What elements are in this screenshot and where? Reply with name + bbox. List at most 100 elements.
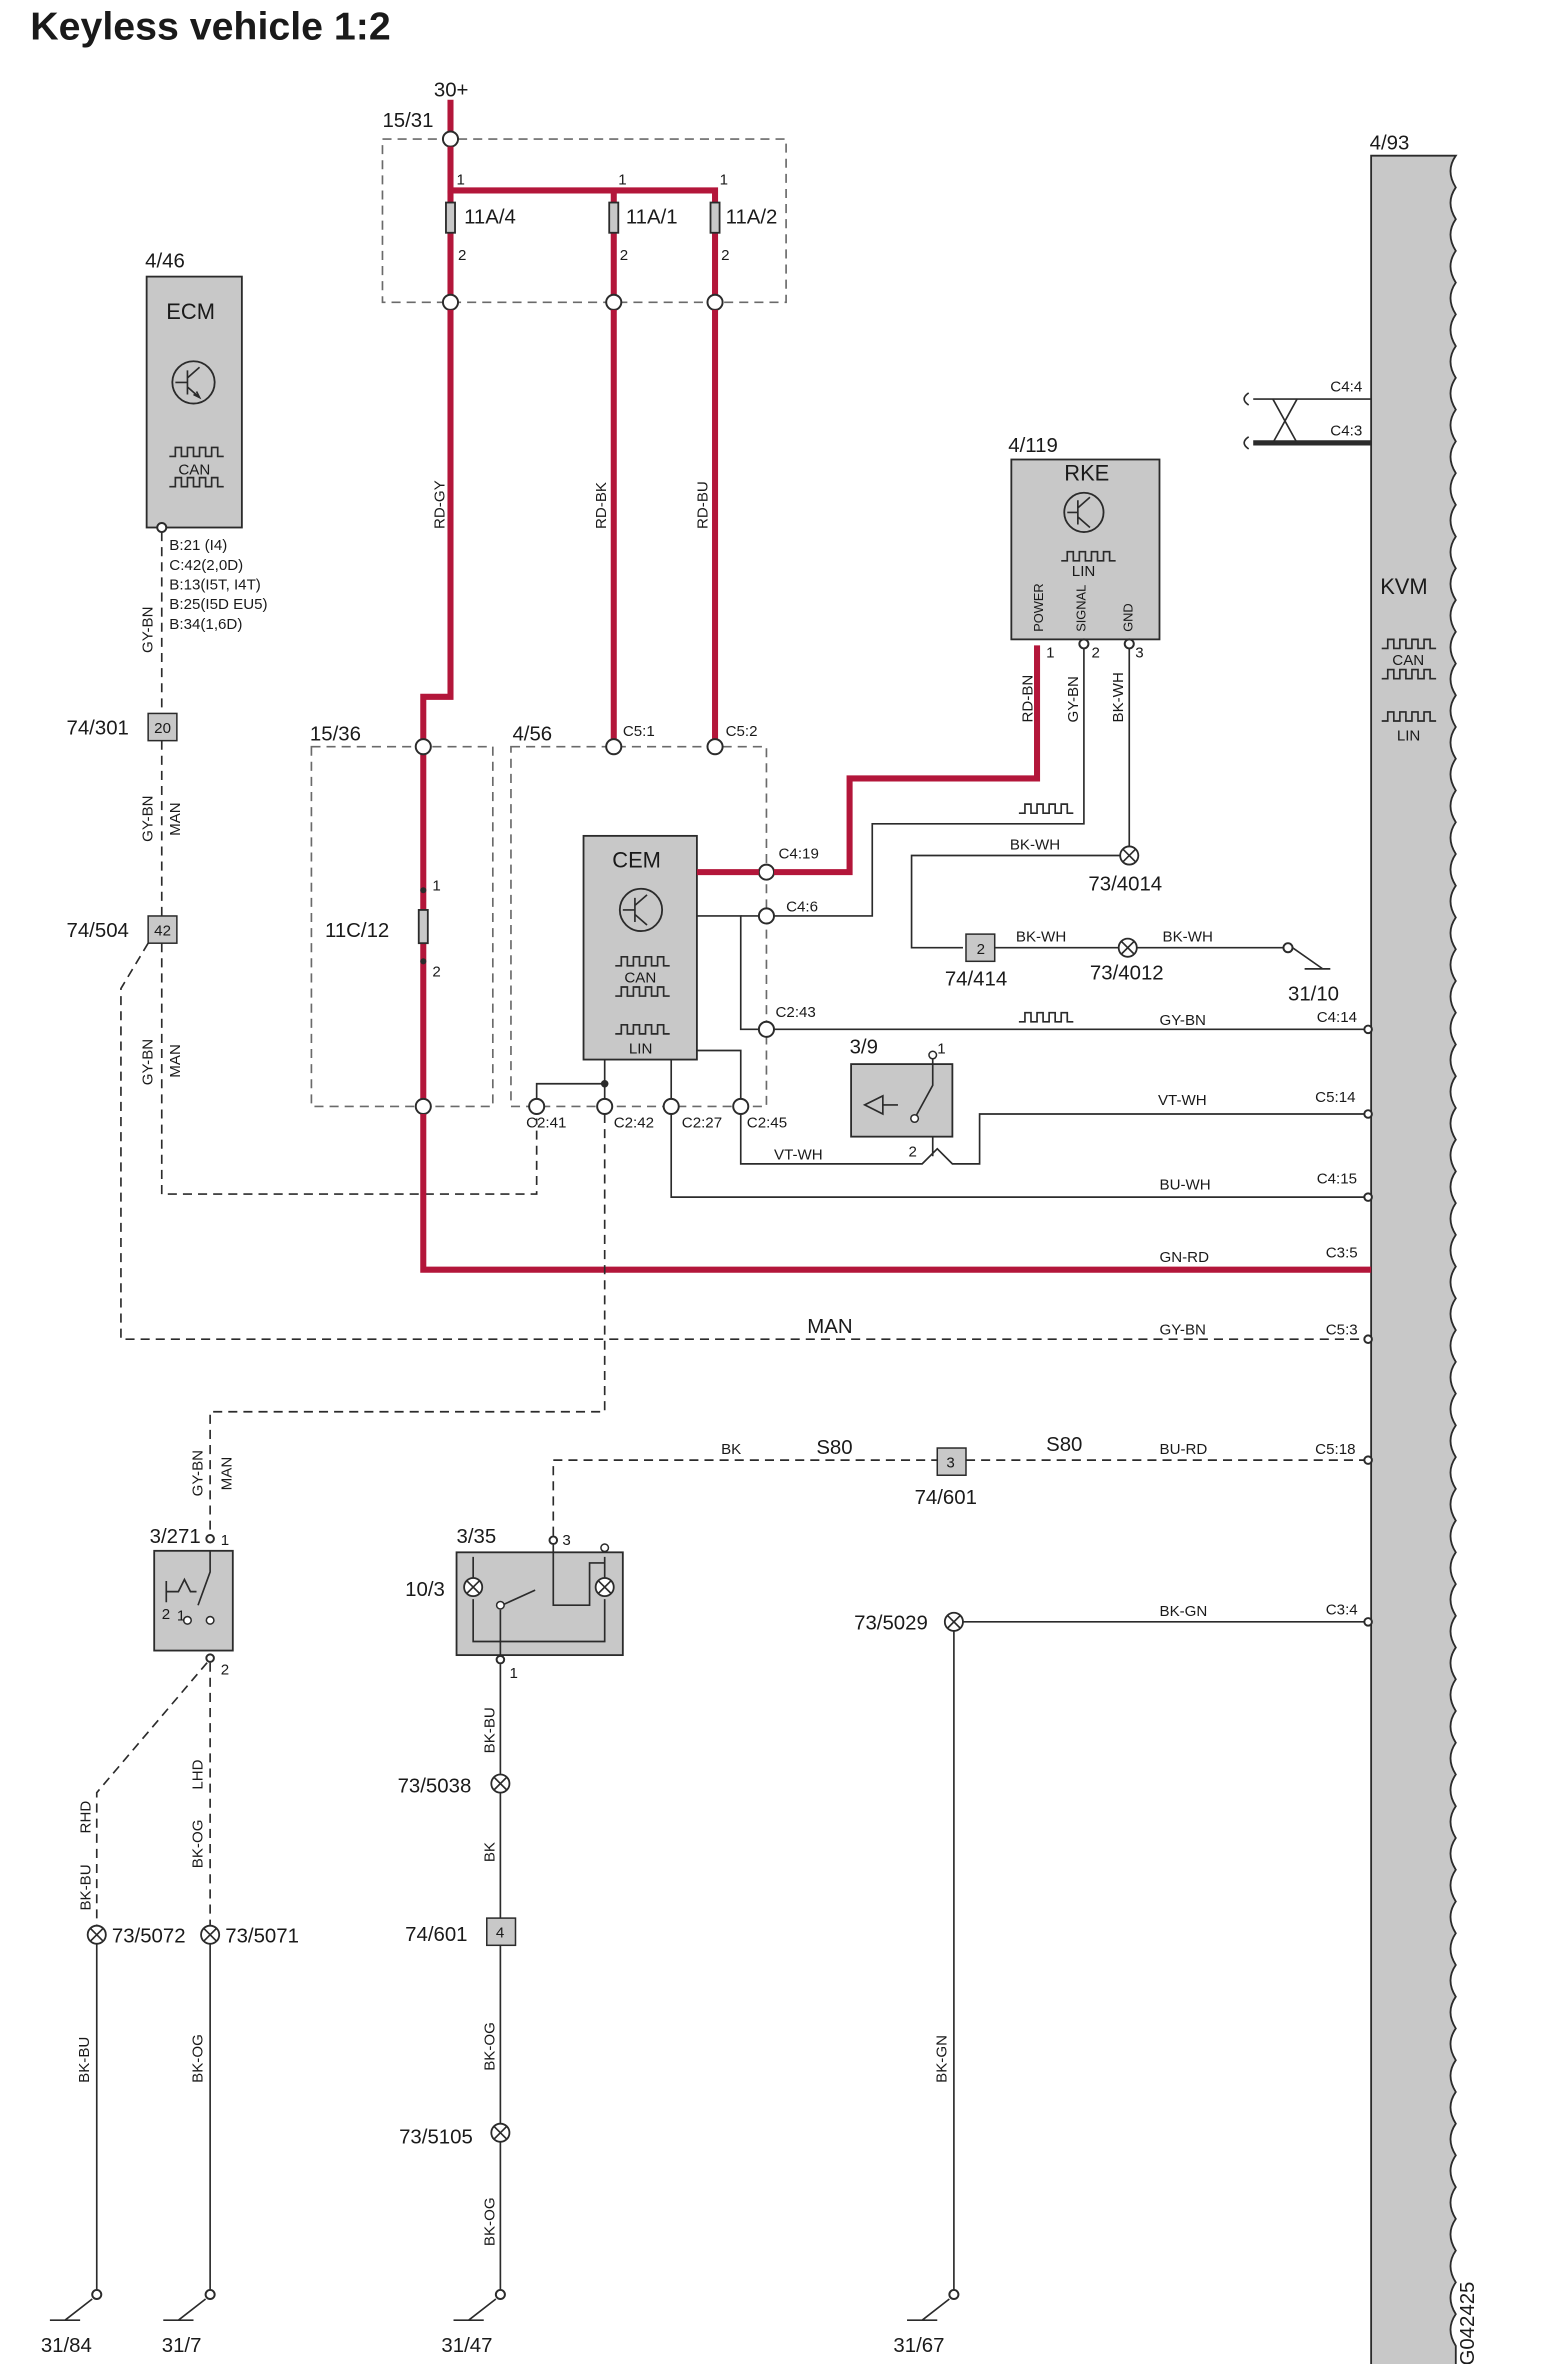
wire-rd-bn [774,645,1041,876]
ground-31-7-label: 31/7 [162,2335,202,2357]
kvm-lin-label: LIN [1397,728,1421,745]
kvm-c4-14-pin [1363,1024,1373,1035]
ground-31-47-pin [494,2288,506,2300]
fuse-11a1-pin2: 2 [620,247,628,264]
wire-bk-wh-splice-label: BK-WH [1010,836,1060,853]
ecm-name: ECM [166,299,215,324]
wire-bk-bu-3-35-label: BK-BU [481,1707,498,1753]
ecm-variant-2: C:42(2,0D) [169,557,243,574]
rke-transistor-symbol [1063,491,1105,533]
connector-74-301-label: 74/301 [67,718,129,740]
fuseblock-15-36-label: 15/36 [310,724,361,746]
wire-man-3-271-label: MAN [218,1457,235,1491]
rke-pin-power-num: 1 [1046,645,1054,662]
kvm-name: KVM [1380,574,1427,599]
cem-c5-1-label: C5:1 [623,723,655,740]
rke-lin-symbol [1061,550,1116,562]
kvm-c5-18-pin [1363,1455,1373,1465]
cem-can-label: CAN [624,969,656,986]
junction-15-36-top [414,738,432,756]
ground-31-7-symbol [163,2298,207,2321]
junction-cem-c5-2 [706,738,724,756]
junction-15-36-bottom [414,1097,432,1115]
switch-3-35-pin1: 1 [509,1665,517,1682]
switch-3-271-pin2-inner: 2 [162,1606,170,1623]
fusebox-15-31 [381,138,787,304]
wire-gy-bn-c5-3-label: GY-BN [1159,1322,1205,1339]
junction-cem-c4-19 [757,863,775,881]
fuse-11c-12-label: 11C/12 [325,920,389,942]
supply-30-label: 30+ [434,80,469,102]
ecm-variant-4: B:25(I5D EU5) [169,596,267,613]
wire-bk-og-lhd-label: BK-OG [190,1820,207,1869]
switch-3-9-pin2: 2 [909,1143,917,1160]
ecm-can-label: CAN [178,462,210,479]
junction-cem-c2-45 [732,1097,750,1115]
rke-pin-signal [1078,638,1090,650]
wire-rhd-bk-bu [95,1662,208,1926]
switch-3-271-ref: 3/271 [150,1526,201,1548]
wire-can-c4-3-end [1243,436,1250,450]
switch-3-9 [850,1063,954,1138]
connector-74-301-pin: 20 [154,720,171,737]
switch-3-35-symbol [463,1543,615,1656]
fuse-11a4-label: 11A/4 [464,207,516,229]
splice-73-4014 [1119,845,1140,866]
fuse-11a1 [608,201,620,234]
wire-bk-wh-rke-label: BK-WH [1110,672,1127,722]
ground-31-67-symbol [907,2298,950,2321]
kvm-can-symbol: CAN LIN [1381,638,1437,745]
wire-vt-wh-c5-14 [739,1113,1366,1165]
rke-ref: 4/119 [1008,435,1058,457]
connector-74-601-a-label: 74/601 [915,1487,977,1509]
kvm-module [1370,154,1458,2364]
figure-code: G042425 [1457,2282,1479,2364]
wire-rd-bn-label: RD-BN [1020,675,1037,723]
cem-c2-43-label: C2:43 [776,1004,816,1021]
splice-73-5072-label: 73/5072 [112,1925,186,1947]
ecm-transistor-symbol [171,360,216,405]
splice-73-5105-label: 73/5105 [399,2126,473,2148]
connector-74-601-b-label: 74/601 [405,1924,467,1946]
cem-c2-42-label: C2:42 [614,1115,654,1132]
wire-man-low-label: MAN [167,1044,184,1078]
wire-vt-wh-kvm-label: VT-WH [1158,1092,1207,1109]
fuse-11a4-pin2: 2 [458,247,466,264]
ground-31-10-symbol [1292,947,1331,970]
junction-cem-c5-1 [605,738,623,756]
cem-lin-label: LIN [629,1041,653,1058]
kvm-c4-15-pin [1363,1192,1373,1202]
signal-square-wave-rke [1018,803,1074,815]
ground-31-84-pin [91,2288,103,2300]
junction-cem-c2-43 [757,1020,775,1038]
switch-3-271-pin2-dot [205,1653,215,1663]
kvm-c4-3-label: C4:3 [1330,422,1362,439]
kvm-ref: 4/93 [1370,133,1410,155]
switch-3-35 [455,1551,624,1657]
wire-rd-gy-label: RD-GY [431,480,448,529]
wire-gy-bn-rke-signal [774,648,1085,917]
wire-man-mid-label: MAN [167,802,184,836]
kvm-c5-14-pin [1363,1109,1373,1119]
wire-bk-gn-kvm-label: BK-GN [1159,1603,1207,1620]
fuse-11a2-pin2: 2 [721,247,729,264]
cem-area-4-56 [510,745,768,1108]
rke-pin-gnd-name: GND [1120,603,1135,632]
wire-bk-3-35-label: BK [481,1842,498,1862]
fuse-11c-12 [417,909,429,945]
cem-can-symbol: CAN LIN [615,955,670,1058]
wire-bu-rd-label: BU-RD [1159,1441,1207,1458]
fuse-11a1-label: 11A/1 [626,207,678,229]
wire-cem-c2-45-stub [696,1049,742,1099]
kvm-c3-4-pin [1363,1617,1373,1627]
ground-31-10-label: 31/10 [1288,984,1339,1006]
wire-lhd-label: LHD [190,1759,207,1789]
junction-11a2-out [706,293,724,311]
rke-pin-signal-name: SIGNAL [1073,585,1088,632]
wire-bk-og-3-35-lower-label: BK-OG [481,2197,498,2246]
wire-bk-og-3-35-upper-label: BK-OG [481,2022,498,2071]
junction-cem-c2-42 [596,1097,614,1115]
switch-3-9-pin1: 1 [937,1041,945,1058]
switch-3-35-pin1-dot [495,1654,506,1665]
